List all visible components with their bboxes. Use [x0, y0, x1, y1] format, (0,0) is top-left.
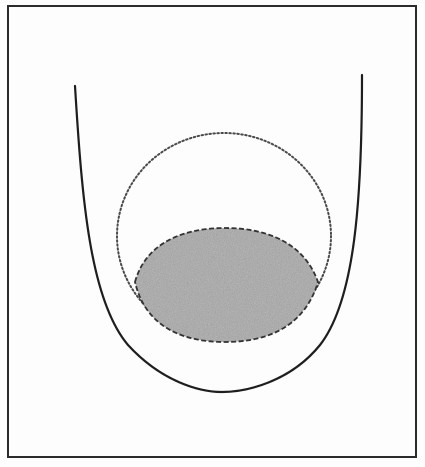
shaded-lower-segment — [130, 224, 325, 348]
segment-texture — [130, 224, 325, 348]
